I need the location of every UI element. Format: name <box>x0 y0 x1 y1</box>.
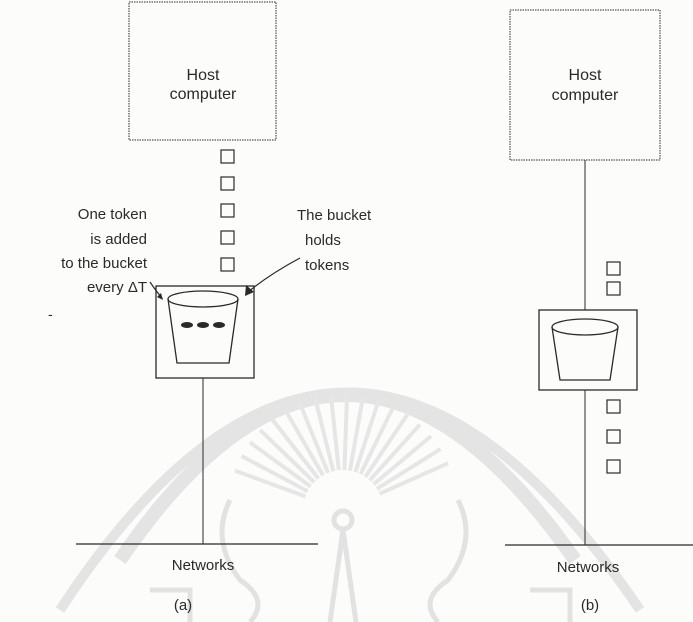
token <box>197 322 209 328</box>
bucket-note-line3: tokens <box>305 257 349 274</box>
host-label-line2: computer <box>552 87 619 104</box>
token-bucket-box <box>156 286 254 378</box>
token-note-line2: is added <box>90 231 147 248</box>
host-computer-box <box>510 10 660 160</box>
packet <box>221 231 234 244</box>
watermark-ray <box>344 395 347 470</box>
bucket-tokens <box>181 322 225 328</box>
token-note-line1: One token <box>78 206 147 223</box>
packet <box>607 400 620 413</box>
host-label-line1: Host <box>569 67 602 84</box>
waiting-packets <box>221 150 234 271</box>
packet <box>221 177 234 190</box>
networks-label: Networks <box>172 557 235 574</box>
bucket-body <box>168 299 238 363</box>
packet <box>221 258 234 271</box>
stray-mark: - <box>48 306 53 322</box>
packet <box>221 150 234 163</box>
packet <box>607 282 620 295</box>
packet <box>607 430 620 443</box>
panel-caption: (b) <box>581 597 599 614</box>
token-note-line3: to the bucket <box>61 255 148 272</box>
packet <box>221 204 234 217</box>
token <box>181 322 193 328</box>
panel-a: Host computer One token is added to the … <box>48 2 372 614</box>
panel-b: Host computer Networks (b) <box>505 10 693 614</box>
token <box>213 322 225 328</box>
host-label-line2: computer <box>170 86 237 103</box>
bucket-rim <box>168 291 238 307</box>
packet <box>607 262 620 275</box>
bucket-rim <box>552 319 618 335</box>
token-note-line4: every ΔT <box>87 279 147 296</box>
host-label-line1: Host <box>187 67 220 84</box>
panel-caption: (a) <box>174 597 192 614</box>
token-bucket-box <box>539 310 637 390</box>
bucket-note-line1: The bucket <box>297 207 372 224</box>
token-note-arrowhead <box>157 293 163 300</box>
packet <box>607 460 620 473</box>
bucket-note-arrow <box>248 258 300 292</box>
waiting-packets <box>607 262 620 295</box>
sent-packets <box>607 400 620 473</box>
networks-label: Networks <box>557 559 620 576</box>
bucket-note-line2: holds <box>305 232 341 249</box>
